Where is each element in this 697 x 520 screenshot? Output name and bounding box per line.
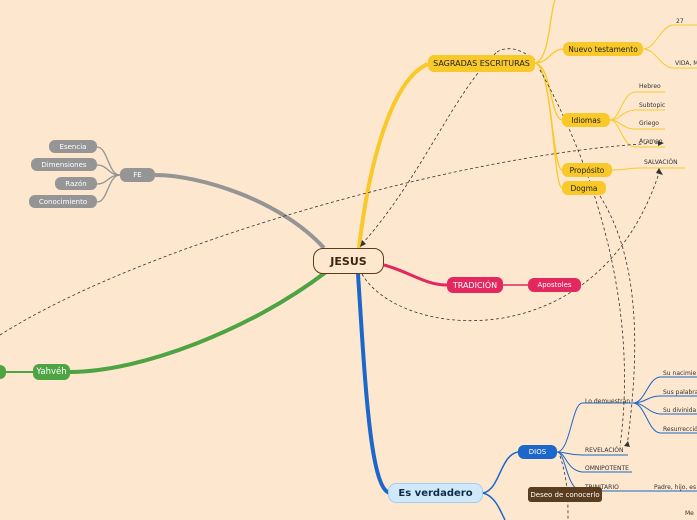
node-green-offscreen[interactable] (0, 365, 6, 379)
branch-blue (356, 273, 391, 495)
branch-gray (154, 173, 326, 250)
label-arameo: Arameo (639, 138, 663, 145)
branch-pink (383, 263, 448, 287)
label-27: 27 (676, 18, 684, 25)
node-conocimiento[interactable]: Conocimiento (29, 195, 97, 208)
label-trinitario: TRINITARIO (585, 484, 619, 491)
node-es-verdadero[interactable]: Es verdadero (388, 483, 483, 503)
label-padre-hijo: Padre, hijo, es (654, 484, 697, 491)
label-sus-palabras: Sus palabra (663, 389, 697, 396)
node-deseo-de-conocerlo[interactable]: Deseo de conocerlo (528, 487, 602, 502)
label-lo-demuestran: Lo demuestran (585, 398, 631, 405)
node-idiomas[interactable]: Idiomas (562, 113, 610, 127)
node-esencia[interactable]: Esencia (49, 140, 97, 153)
node-fe[interactable]: FE (120, 168, 155, 182)
label-griego: Griego (639, 120, 659, 127)
branch-yellow (357, 62, 429, 249)
label-hebreo: Hebreo (639, 83, 661, 90)
label-salvacion: SALVACIÓN (644, 159, 678, 166)
node-sagradas-escrituras[interactable]: SAGRADAS ESCRITURAS (428, 55, 535, 72)
node-tradicion[interactable]: TRADICIÓN (447, 277, 503, 293)
label-revelacion: REVELACIÓN (585, 447, 624, 454)
node-proposito[interactable]: Propósito (562, 163, 612, 177)
label-me: Me (685, 510, 694, 517)
branch-green (69, 270, 328, 374)
label-vida: VIDA, M (675, 60, 697, 67)
node-nuevo-testamento[interactable]: Nuevo testamento (563, 42, 643, 56)
node-dios[interactable]: DIOS (518, 445, 557, 459)
node-dogma[interactable]: Dogma (562, 181, 606, 195)
label-omnipotente: OMNIPOTENTE (585, 465, 629, 472)
root-node-jesus[interactable]: JESUS (313, 248, 384, 274)
node-razon[interactable]: Razón (55, 177, 97, 190)
label-su-divinidad: Su divinida (663, 407, 697, 414)
label-resurreccion: Resurrecció (663, 426, 697, 433)
node-apostoles[interactable]: Apostoles (528, 278, 581, 292)
label-subtopic: Subtopic (639, 102, 666, 109)
node-dimensiones[interactable]: Dimensiones (31, 158, 97, 171)
node-yahveh[interactable]: Yahvéh (33, 364, 70, 380)
label-su-nacimiento: Su nacimie (663, 370, 697, 377)
